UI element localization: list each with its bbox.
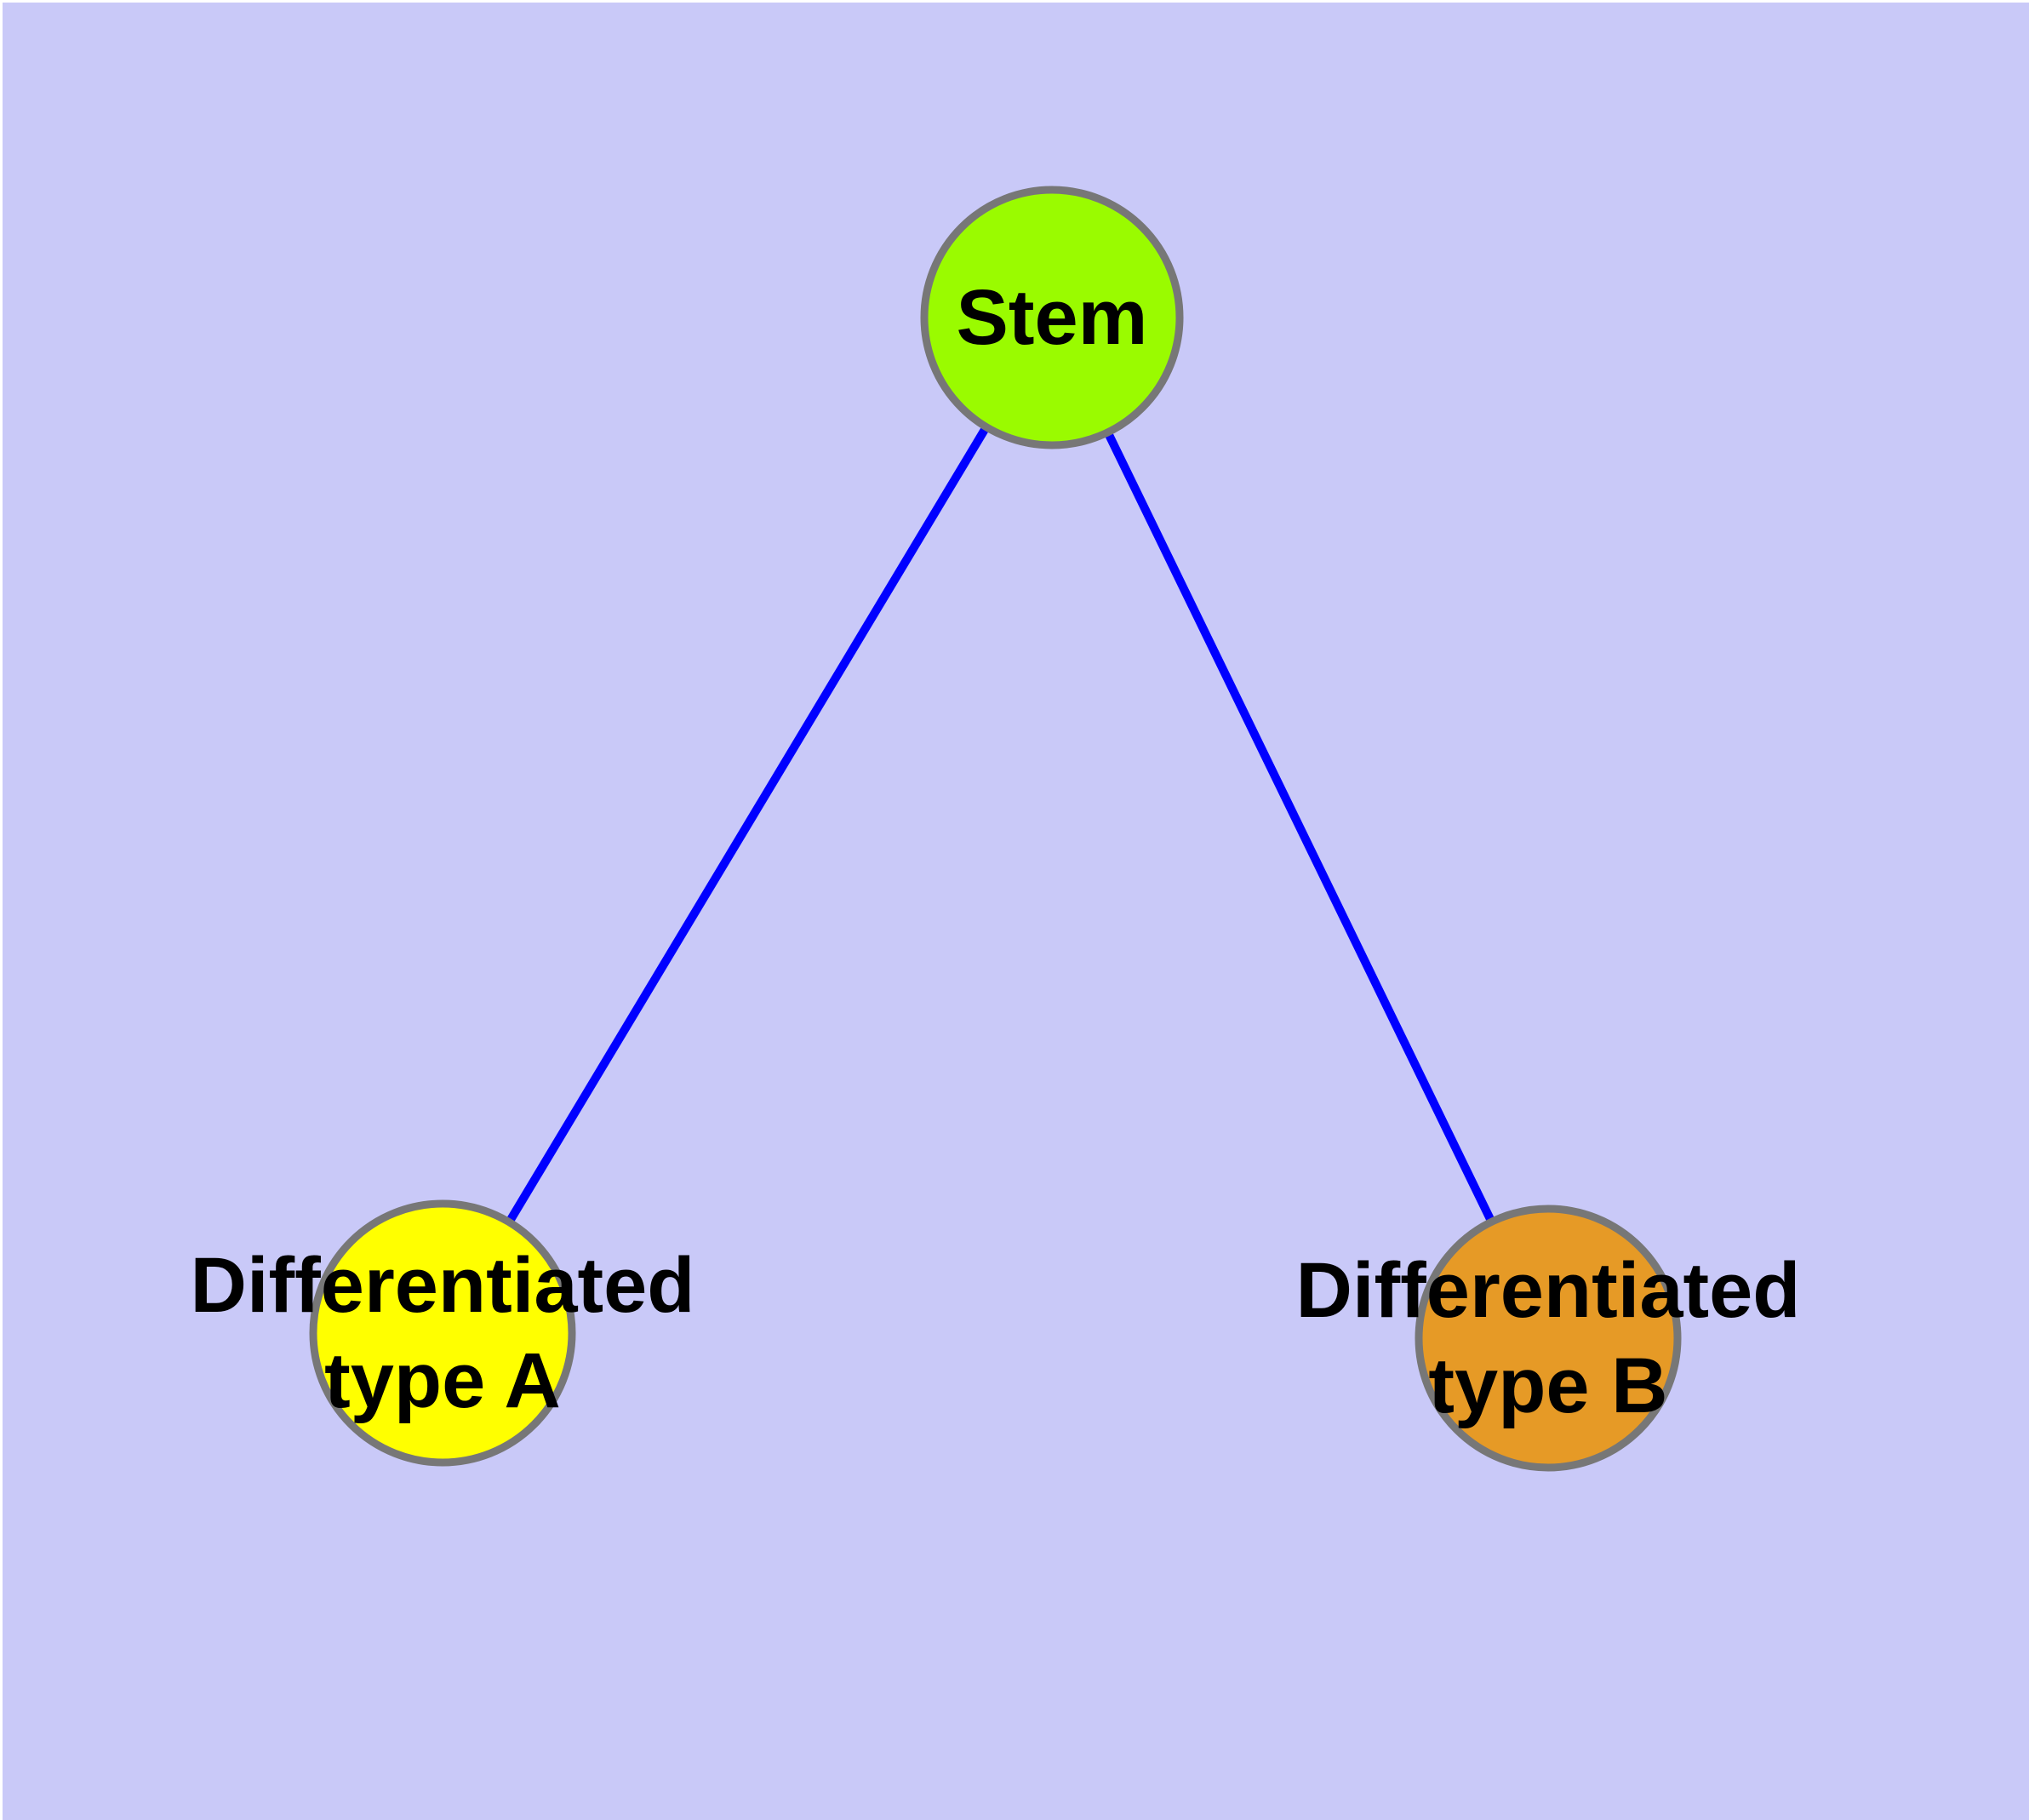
node-differentiated-type-a: [309, 1199, 576, 1467]
node-stem: [920, 186, 1184, 449]
edge-stem-to-type-b: [1048, 315, 1552, 1341]
node-type-b-label-line1: Differentiated: [1296, 1247, 1801, 1334]
node-type-a-label-line2: type A: [324, 1337, 561, 1424]
node-differentiated-type-b: [1415, 1205, 1682, 1472]
node-stem-label: Stem: [957, 274, 1148, 361]
edge-stem-to-type-a: [438, 315, 1056, 1336]
node-type-a-label-line1: Differentiated: [191, 1242, 695, 1329]
node-type-b-label-line2: type B: [1428, 1342, 1667, 1429]
